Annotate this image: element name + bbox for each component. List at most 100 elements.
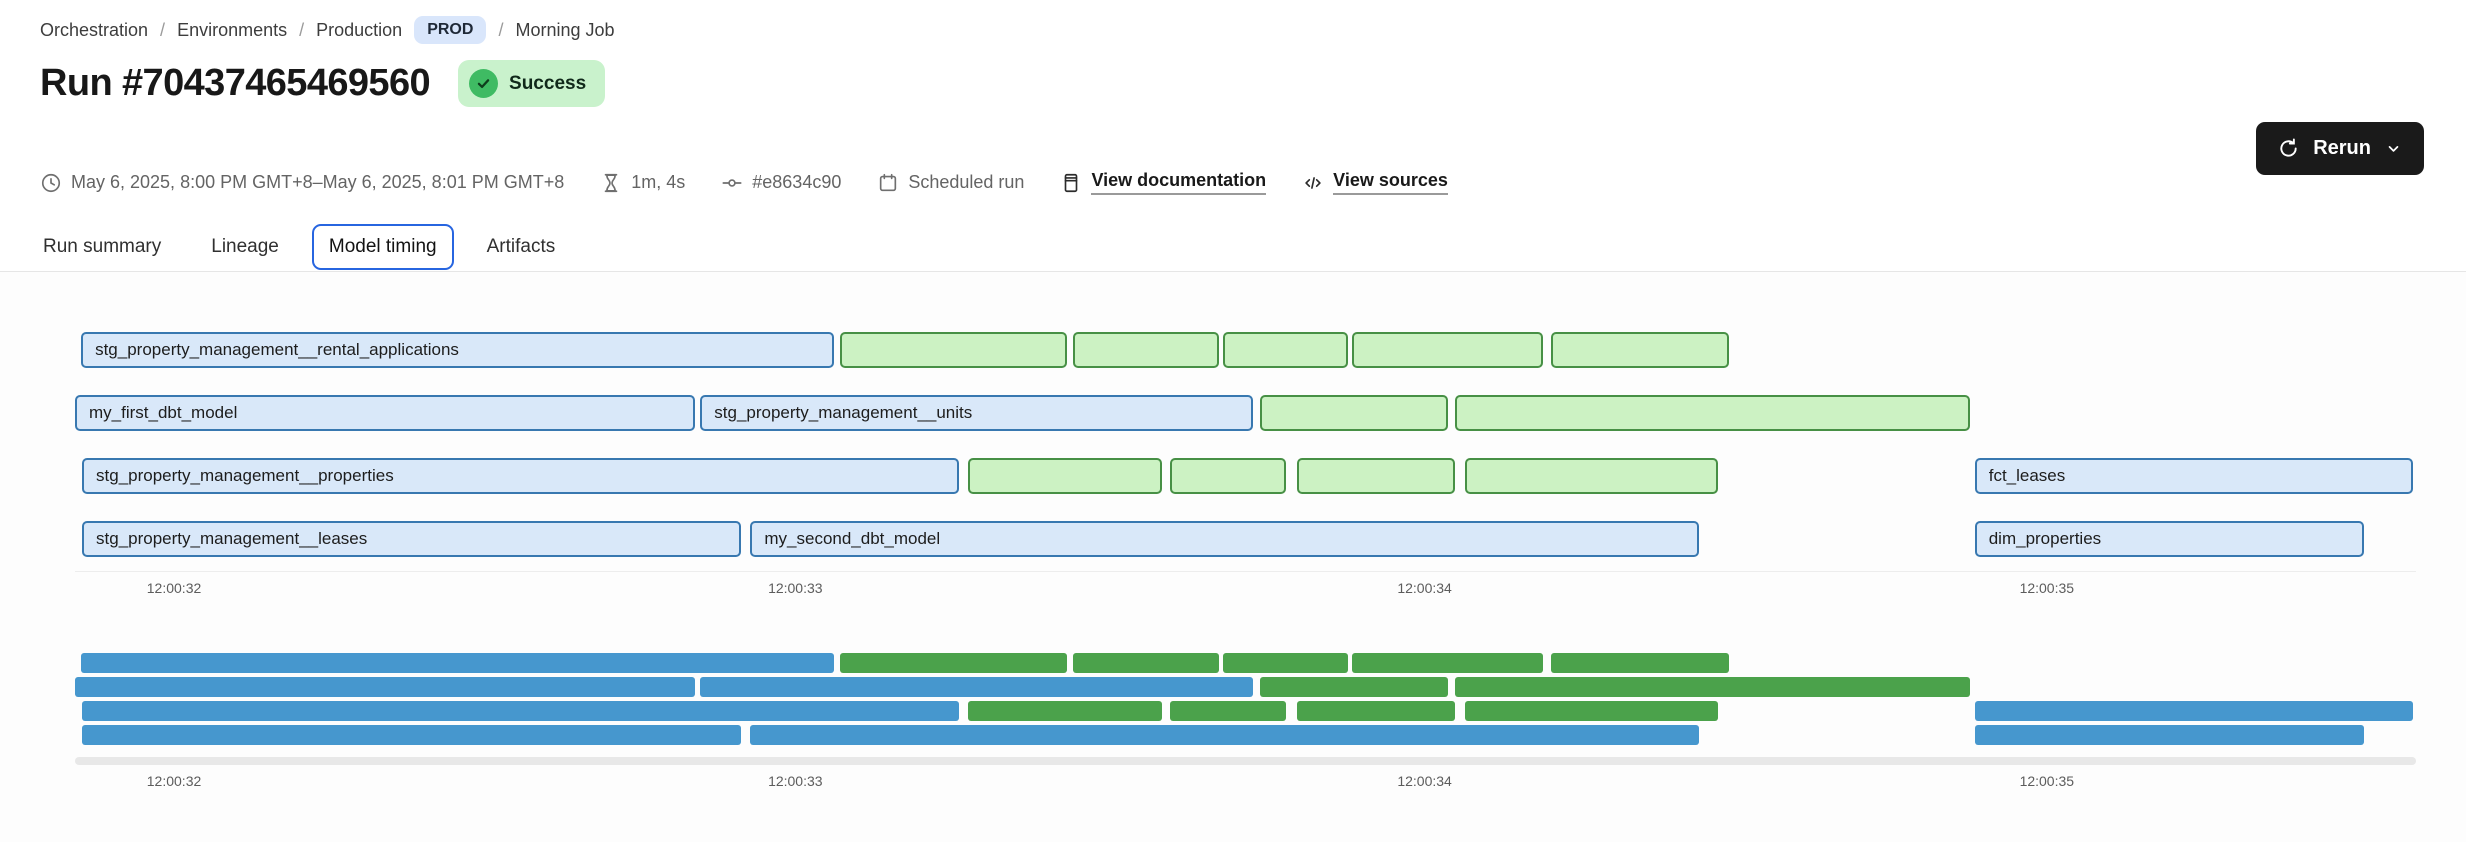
tab-lineage[interactable]: Lineage [211, 236, 279, 257]
minimap-bar[interactable] [1464, 701, 1718, 721]
minimap-bar[interactable] [968, 701, 1163, 721]
minimap-row [75, 653, 2416, 673]
gantt-chart: stg_property_management__rental_applicat… [75, 272, 2416, 572]
model-timing-bar[interactable] [1464, 458, 1718, 494]
minimap-bar[interactable] [82, 725, 742, 745]
minimap-bar[interactable] [840, 653, 1068, 673]
minimap-bar[interactable] [1550, 653, 1729, 673]
breadcrumb-item-orchestration[interactable]: Orchestration [40, 19, 149, 40]
model-timing-bar[interactable] [1352, 332, 1544, 368]
environment-badge: PROD [414, 16, 487, 44]
minimap-bar[interactable] [82, 701, 960, 721]
rerun-button[interactable]: Rerun [2256, 122, 2424, 175]
minimap-bar[interactable] [75, 677, 696, 697]
minimap-bar[interactable] [1260, 677, 1448, 697]
document-icon [1065, 173, 1078, 192]
gantt-row: stg_property_management__leases my_second… [75, 521, 2416, 557]
commit-hash-text: #e8634c90 [752, 172, 842, 192]
model-timing-bar-my_first_dbt_model[interactable]: my_first_dbt_model [75, 395, 696, 431]
axis-tick-label: 12:00:32 [146, 773, 202, 789]
model-bar-label: stg_property_management__properties [96, 466, 394, 485]
minimap-bar[interactable] [1352, 653, 1544, 673]
tab-artifacts[interactable]: Artifacts [486, 236, 556, 257]
model-bar-label: my_second_dbt_model [764, 529, 941, 548]
breadcrumb: Orchestration / Environments / Production PRO… [40, 16, 615, 44]
run-duration-text: 1m, 4s [631, 172, 686, 192]
tab-run-summary[interactable]: Run summary [43, 236, 162, 257]
model-timing-bar-stg_property_management__rental_applications[interactable]: stg_property_management__rental_applicat… [81, 332, 835, 368]
breadcrumb-item-environments[interactable]: Environments [177, 19, 288, 40]
gantt-row: my_first_dbt_model stg_property_managemen… [75, 395, 2416, 431]
tab-model-timing[interactable]: Model timing [311, 224, 454, 270]
minimap-bar[interactable] [81, 653, 835, 673]
view-documentation-link[interactable]: View documentation [1060, 170, 1267, 195]
model-bar-label: stg_property_management__leases [96, 529, 368, 548]
model-timing-bar[interactable] [840, 332, 1068, 368]
run-trigger-text: Scheduled run [908, 172, 1025, 192]
breadcrumb-separator: / [299, 19, 305, 40]
axis-tick-label: 12:00:33 [768, 773, 823, 789]
minimap-bar[interactable] [1170, 701, 1287, 721]
run-trigger: Scheduled run [877, 172, 1024, 194]
clock-icon [41, 173, 61, 192]
refresh-icon [2280, 138, 2297, 157]
model-timing-bar[interactable] [1455, 395, 1970, 431]
minimap-bar[interactable] [1296, 701, 1456, 721]
title-row: Run #70437465469560 Success [40, 60, 606, 107]
model-bar-label: my_first_dbt_model [89, 403, 238, 422]
model-timing-bar[interactable] [1223, 332, 1348, 368]
axis-tick-label: 12:00:34 [1397, 580, 1452, 596]
breadcrumb-separator: / [160, 19, 166, 40]
model-timing-bar-dim_properties[interactable]: dim_properties [1974, 521, 2364, 557]
model-timing-bar-my_second_dbt_model[interactable]: my_second_dbt_model [750, 521, 1699, 557]
model-timing-bar-stg_property_management__units[interactable]: stg_property_management__units [700, 395, 1254, 431]
minimap-bar[interactable] [700, 677, 1254, 697]
model-timing-bar[interactable] [968, 458, 1163, 494]
minimap-row [75, 701, 2416, 721]
run-time-range-text: May 6, 2025, 8:00 PM GMT+8–May 6, 2025, … [71, 172, 565, 192]
model-bar-label: stg_property_management__rental_applicat… [95, 340, 459, 359]
hourglass-icon [604, 173, 618, 192]
run-meta-row: May 6, 2025, 8:00 PM GMT+8–May 6, 2025, … [40, 170, 1448, 195]
model-timing-bar-stg_property_management__leases[interactable]: stg_property_management__leases [82, 521, 742, 557]
model-timing-bar[interactable] [1170, 458, 1287, 494]
page-title: Run #70437465469560 [40, 62, 431, 104]
run-duration: 1m, 4s [600, 172, 685, 194]
tab-bar: Run summary Lineage Model timing Artifacts [26, 224, 588, 270]
minimap-scrollbar[interactable] [75, 757, 2416, 765]
chart-wrap: stg_property_management__rental_applicat… [75, 272, 2416, 791]
gantt-minimap [75, 653, 2416, 745]
model-timing-bar-fct_leases[interactable]: fct_leases [1974, 458, 2413, 494]
model-timing-bar[interactable] [1260, 395, 1448, 431]
gantt-row: stg_property_management__rental_applicat… [75, 332, 2416, 368]
minimap-bar[interactable] [1223, 653, 1348, 673]
run-time-range: May 6, 2025, 8:00 PM GMT+8–May 6, 2025, … [40, 172, 564, 194]
commit-icon [722, 178, 742, 187]
model-timing-bar[interactable] [1550, 332, 1729, 368]
view-sources-link[interactable]: View sources [1302, 170, 1448, 195]
rerun-label: Rerun [2313, 137, 2371, 159]
status-badge: Success [458, 60, 606, 107]
commit-hash: #e8634c90 [721, 172, 841, 194]
axis-tick-label: 12:00:35 [2019, 580, 2075, 596]
minimap-bar[interactable] [1974, 725, 2364, 745]
model-bar-label: stg_property_management__units [714, 403, 973, 422]
breadcrumb-item-morning-job[interactable]: Morning Job [515, 19, 615, 40]
model-bar-label: fct_leases [1988, 466, 2066, 485]
minimap-bar[interactable] [1974, 701, 2413, 721]
code-icon [1305, 176, 1321, 189]
model-timing-bar[interactable] [1296, 458, 1456, 494]
gantt-row: stg_property_management__properties fct_l… [75, 458, 2416, 494]
minimap-bar[interactable] [1455, 677, 1970, 697]
model-timing-bar-stg_property_management__properties[interactable]: stg_property_management__properties [82, 458, 960, 494]
model-timing-panel: stg_property_management__rental_applicat… [0, 272, 2466, 842]
model-timing-bar[interactable] [1073, 332, 1219, 368]
minimap-bar[interactable] [1073, 653, 1219, 673]
minimap-row [75, 725, 2416, 745]
status-label: Success [509, 72, 587, 94]
chevron-down-icon [2388, 146, 2399, 152]
breadcrumb-item-production[interactable]: Production [316, 19, 403, 40]
minimap-bar[interactable] [750, 725, 1699, 745]
axis-tick-label: 12:00:35 [2019, 773, 2075, 789]
